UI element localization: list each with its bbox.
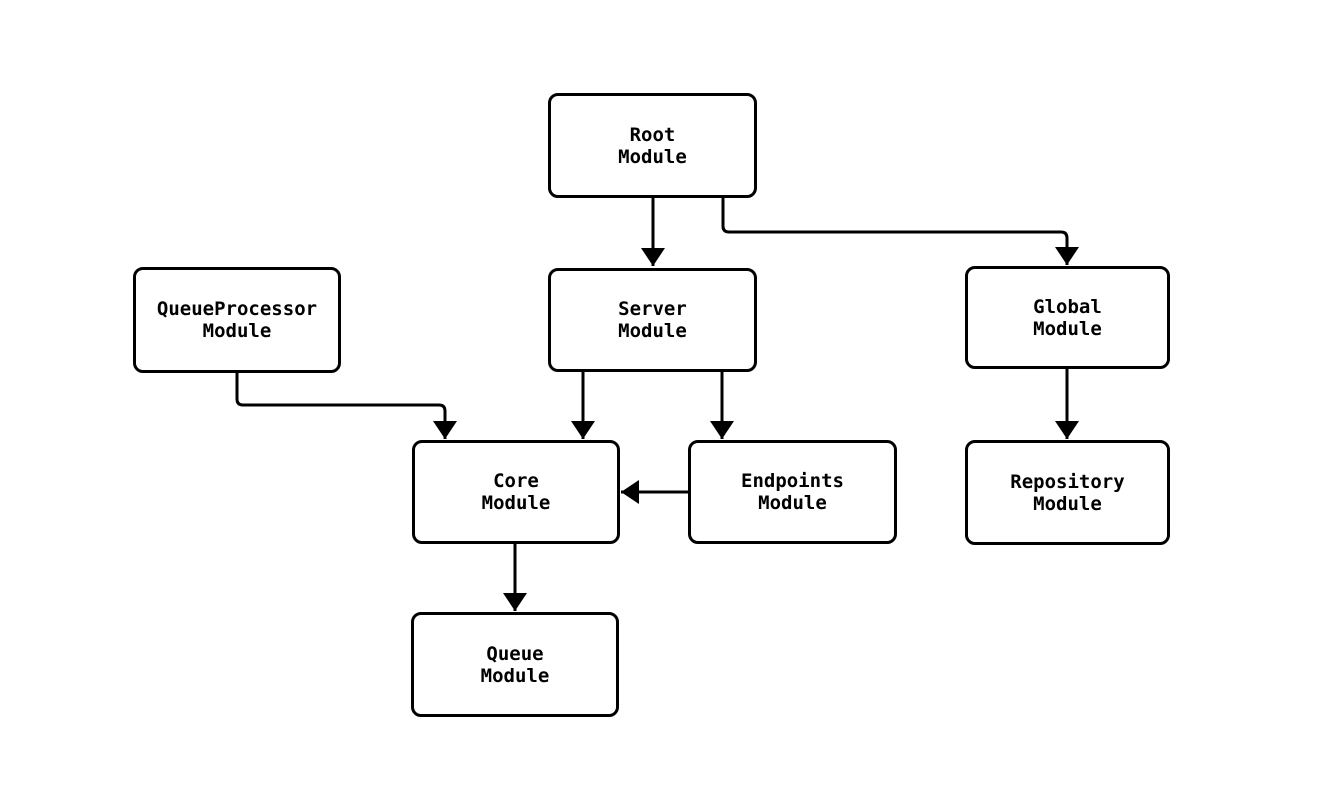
- node-global-module: Global Module: [965, 266, 1170, 369]
- node-root-module: Root Module: [548, 93, 757, 198]
- edge-queueprocessor-to-core: [235, 373, 457, 439]
- node-server-module: Server Module: [548, 268, 757, 372]
- edge-root-to-global: [721, 198, 1079, 265]
- node-core-module: Core Module: [412, 440, 620, 544]
- node-queue-module: Queue Module: [411, 612, 619, 717]
- node-queueprocessor-module: QueueProcessor Module: [133, 267, 341, 373]
- node-endpoints-module: Endpoints Module: [688, 440, 897, 544]
- node-repository-module: Repository Module: [965, 440, 1170, 545]
